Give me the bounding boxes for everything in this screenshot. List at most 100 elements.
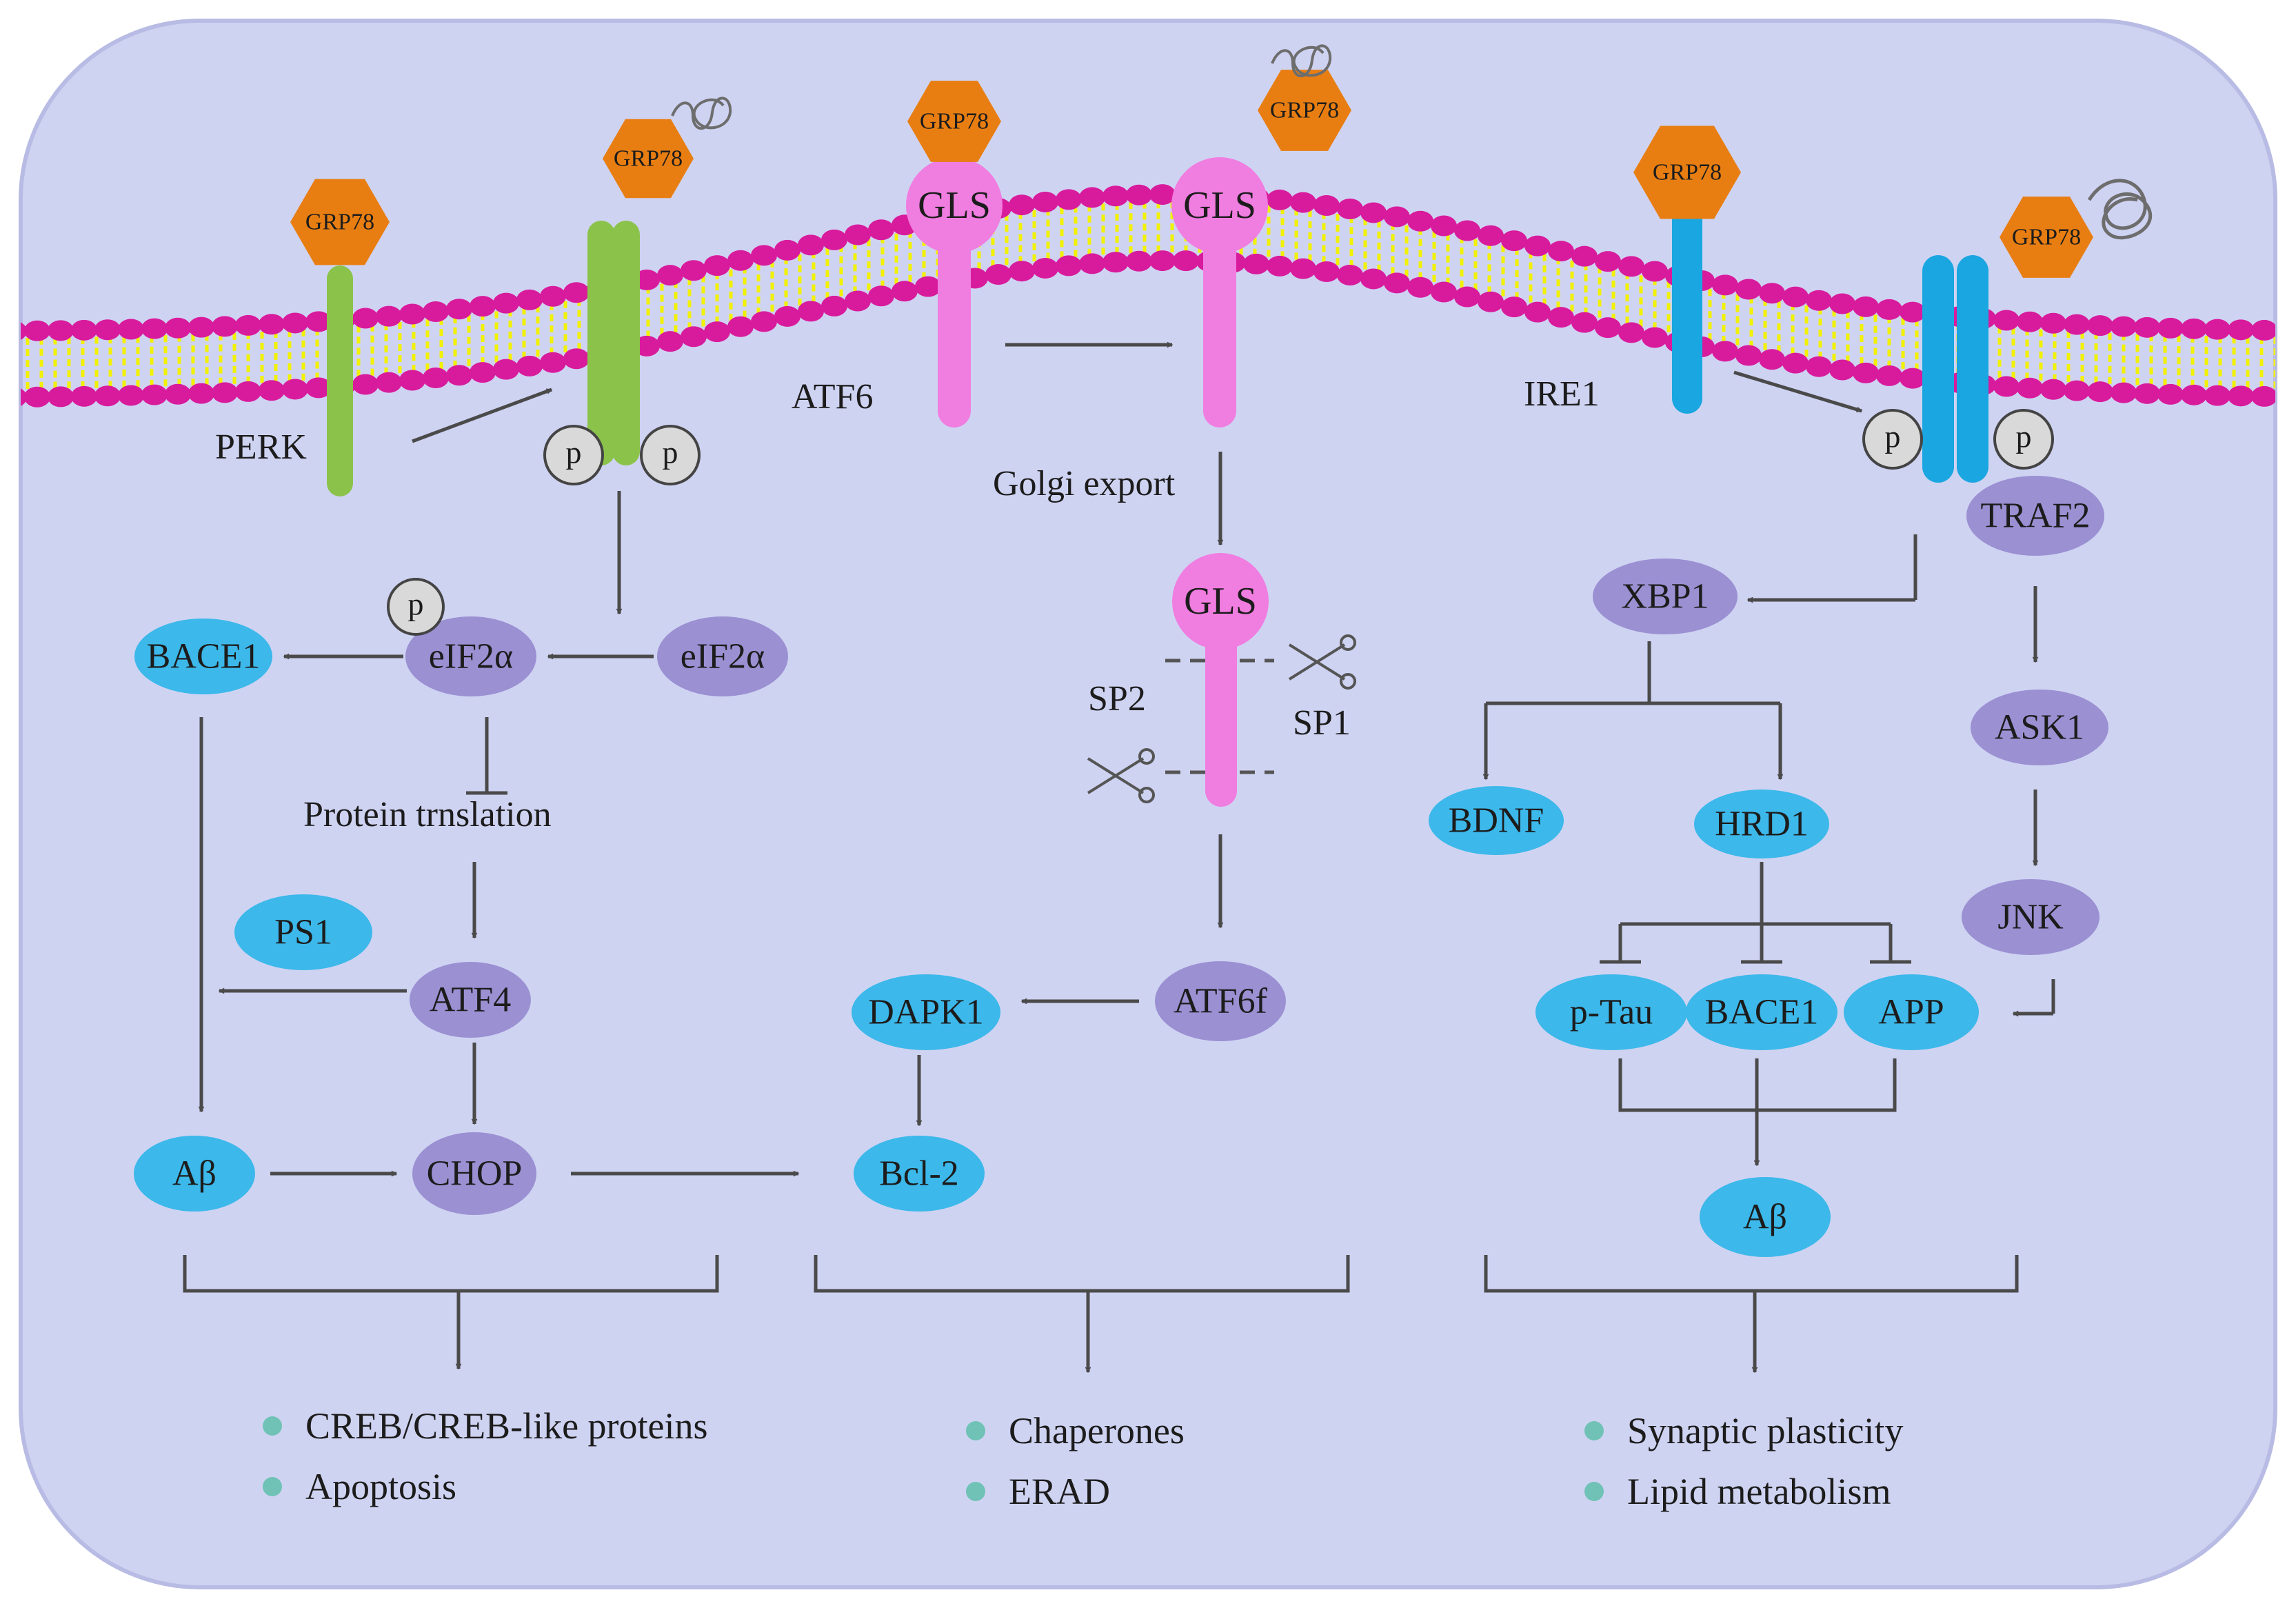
lipid-head-outer [2087,315,2113,336]
node-bcl2-label: Bcl-2 [879,1154,959,1194]
unfolded-protein-perk-icon [671,97,732,130]
grp78-ire1-bound: GRP78 [1633,125,1741,219]
lipid-head-outer [1337,198,1363,219]
lipid-head-inner [1407,277,1433,298]
perk-phospho-right: p [640,425,701,485]
lipid-head-outer [352,308,379,329]
misfolded-protein-icon [2087,179,2152,240]
grp78-atf6-bound: GRP78 [907,81,1001,162]
node-traf2-shape [1966,476,2104,556]
lipid-head-outer [118,319,144,340]
lipid-head-inner [1056,255,1082,277]
gls-golgi-label: GLS [1184,580,1257,623]
lipid-head-inner [305,377,332,399]
lipid-head-outer [727,250,754,271]
perk-phospho-left: p [543,425,604,485]
lipid-head-outer [1149,184,1176,205]
gls-golgi-circle [1172,553,1269,650]
gls-circle [1171,157,1268,254]
gls-label: GLS [1183,184,1256,227]
node-traf2: TRAF2 [1966,476,2104,556]
grp78-hexagon [1633,125,1741,219]
perk-monomer [327,265,353,496]
scissor-handle [1138,787,1155,803]
lipid-head-outer [868,219,894,241]
phospho-circle [1862,409,1923,470]
node-bdnf-shape [1429,786,1564,855]
node-xbp1-label: XBP1 [1621,577,1709,616]
node-abeta-ire1: Aβ [1700,1177,1831,1257]
lipid-head-inner [259,380,285,401]
lipid-head-outer [2228,319,2254,341]
node-chop: CHOP [412,1132,536,1215]
node-chop-shape [412,1132,536,1215]
lipid-head-inner [2275,386,2296,407]
bullet-icon [263,1416,282,1436]
node-abeta-perk-label: Aβ [172,1154,216,1194]
phospho-circle [543,425,604,485]
scissor-blades [1288,643,1346,681]
unfolded-protein-atf6-icon [1271,44,1332,78]
lipid-head-outer [94,319,121,341]
node-ps1-label: PS1 [274,913,332,952]
lipid-head-inner [704,321,730,343]
lipid-head-inner [2087,381,2113,403]
lipid-head-inner [188,383,214,404]
node-bace1-ire1: BACE1 [1686,974,1837,1050]
node-eif2a-phospho: eIF2α [405,616,536,696]
node-abeta-perk: Aβ [134,1136,255,1212]
node-ps1-shape [234,894,372,970]
node-bace1-ire1-shape [1686,974,1837,1050]
lipid-head-outer [141,318,168,339]
lipid-head-inner [540,352,566,373]
atf6-stalk [938,207,971,428]
gls-golgi: GLS [1172,553,1269,807]
node-ask1-shape [1971,690,2108,765]
lipid-head-outer [188,316,214,338]
lipid-head-outer [1501,230,1527,252]
edge-hrd1-inhibits-app [1870,924,1911,964]
outcome-item: ERAD [1009,1471,1110,1512]
ire1-phospho-right: p [1993,409,2054,470]
gls-label: GLS [918,184,991,227]
lipid-head-outer [48,320,74,341]
lipid-head-inner [376,372,402,393]
label-protein-translation: Protein trnslation [303,795,552,834]
lipid-head-inner [118,385,144,406]
lipid-head-inner [212,382,238,403]
lipid-head-outer [1267,189,1293,210]
node-xbp1-shape [1593,559,1738,634]
lipid-head-outer [2134,316,2160,338]
lipid-head-inner [48,386,74,408]
lipid-head-outer [1571,245,1598,267]
lipid-head-inner [751,311,777,332]
phospho-label: p [663,435,678,470]
lipid-head-inner [634,335,660,356]
lipid-head-outer [774,239,800,261]
lipid-head-outer [282,312,308,334]
lipid-head-inner [2111,382,2137,403]
lipid-head-inner [399,370,425,391]
phospho-circle [387,578,445,636]
grp78-perk-released: GRP78 [603,119,694,199]
lipid-head-inner [1993,376,2020,397]
ire1-monomer [1672,200,1702,414]
lipid-head-outer [1853,296,1879,317]
lipid-head-inner [141,384,168,405]
bracket-ire1 [1484,1255,2019,1293]
lipid-head-outer [2064,314,2090,335]
lipid-head-outer [1548,241,1574,262]
lipid-head-outer [751,245,777,266]
lipid-head-outer [1993,310,2020,331]
bullet-icon [966,1421,985,1440]
lipid-head-outer [1900,301,1926,323]
lipid-head-inner [1806,356,1832,377]
lipid-head-outer [1712,274,1738,296]
lipid-head-inner [657,331,683,352]
lipid-head-outer [493,292,519,314]
grp78-label: GRP78 [1653,160,1722,185]
lipid-head-inner [165,383,191,405]
node-bdnf: BDNF [1429,786,1564,855]
node-bace1-perk-shape [134,619,272,694]
lipid-head-inner [798,301,824,322]
